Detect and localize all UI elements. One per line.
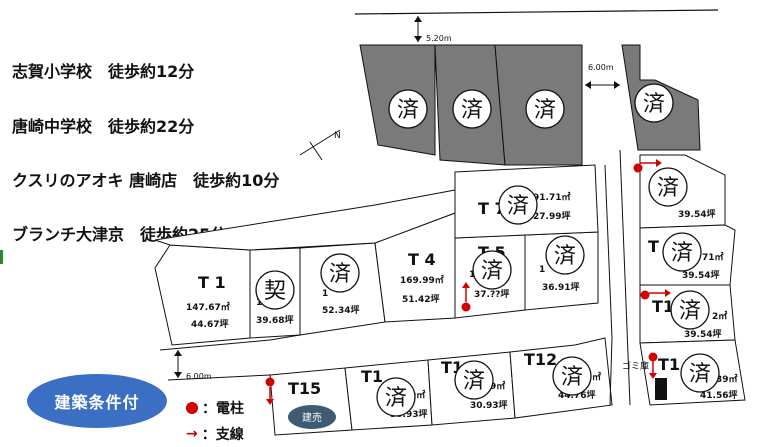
gap-road-width: 6.00m: [588, 63, 614, 72]
top-road-width: 5.20m: [426, 34, 452, 43]
lot-tsubo-T10: 39.54坪: [684, 328, 721, 340]
sold-mark-T8: 済: [657, 176, 679, 201]
lot-tsubo-T5: 37.??坪: [474, 288, 509, 300]
lot-area-T2: 1: [256, 298, 262, 308]
lot-label-T15: T15: [288, 379, 321, 398]
info-line-store: クスリのアオキ 唐崎店 徒歩約10分: [12, 171, 280, 190]
lot-tsubo-T4: 51.42坪: [402, 293, 439, 305]
info-line-school-2: 唐崎中学校 徒歩約22分: [12, 117, 195, 136]
lot-tsubo-T11: 41.56坪: [700, 389, 737, 401]
sold-mark-T5-circle: [472, 250, 512, 290]
lot-tsubo-T13: 30.93坪: [470, 399, 507, 411]
garbage-label: ゴミ庫: [622, 360, 649, 372]
left-road-edge: [159, 334, 301, 351]
lot-label-T12: T12: [524, 350, 557, 369]
lot-area-T10: 2㎡: [712, 310, 727, 322]
build-condition-badge: 建築条件付: [27, 374, 167, 428]
sold-mark-T14-circle: [376, 377, 416, 417]
lot-area-T11: 39㎡: [716, 373, 738, 385]
lot-area-T7: 91.71㎡: [533, 191, 570, 203]
top-sold-block: [359, 44, 701, 166]
sold-mark-T11: 済: [689, 362, 711, 387]
lot-area-T12: ㎡: [592, 371, 601, 383]
sold-mark-top-4: 済: [643, 92, 665, 117]
legend-branch-label: ：支線: [201, 427, 244, 443]
contract-mark-T2: 契: [264, 279, 286, 304]
lot-area-T9: 71㎡: [702, 251, 724, 263]
sold-mark-top-3: 済: [534, 98, 556, 123]
sold-mark-T13-circle: [454, 360, 494, 400]
sold-mark-T8-circle: [648, 167, 688, 207]
sold-mark-top-2-circle: [452, 89, 492, 129]
center-road-edge-left: [604, 164, 613, 406]
left-road-width: 6.00m: [186, 372, 212, 381]
lot-label-T4: T 4: [408, 250, 436, 269]
lot-label-T1: T 1: [198, 273, 226, 292]
sold-mark-top-1-circle: [388, 89, 428, 129]
compass-icon: N: [299, 129, 341, 161]
lot-tsubo-T9: 39.54坪: [682, 269, 719, 281]
lot-label-T9: T: [648, 237, 659, 256]
sold-mark-T9-circle: [662, 232, 702, 272]
sold-mark-T5: 済: [481, 259, 503, 284]
edge-marker: [0, 250, 3, 264]
sold-mark-T6-circle: [545, 235, 585, 275]
sold-mark-T7: 済: [507, 194, 529, 219]
sold-mark-T12: 済: [561, 365, 583, 390]
sold-mark-T9: 済: [671, 241, 693, 266]
info-line-school-1: 志賀小学校 徒歩約12分: [12, 62, 195, 81]
sold-mark-T10-circle: [670, 290, 710, 330]
garbage-box: [655, 378, 667, 400]
lot-area-T13: 9㎡: [490, 380, 505, 392]
lot-T1: [154, 244, 251, 346]
legend-pole-label: ：電柱: [202, 401, 244, 417]
ready-built-badge: [288, 405, 336, 429]
lot-label-T11: T1: [658, 355, 680, 374]
lot-tsubo-T2: 39.68坪: [256, 314, 293, 326]
top-road-line: [354, 9, 719, 15]
legend-branch: → ：支線: [186, 424, 244, 444]
lot-area-T3: 1: [322, 289, 328, 299]
center-road-edge-right: [619, 149, 631, 406]
svg-text:N: N: [334, 131, 341, 141]
lot-area-T6: 1: [539, 265, 545, 275]
sold-mark-top-2: 済: [461, 98, 483, 123]
sold-mark-T3-circle: [320, 253, 360, 293]
bottom-road-edge: [167, 374, 271, 381]
sold-mark-T14: 済: [385, 386, 407, 411]
sold-mark-top-4-circle: [634, 83, 674, 123]
pole-dot-icon: [186, 402, 198, 414]
lot-area-T5: 1: [469, 270, 475, 280]
lot-tsubo-T7: 27.99坪: [533, 210, 570, 222]
sold-mark-T12-circle: [552, 356, 592, 396]
contract-mark-T2-circle: [255, 270, 295, 310]
lot-label-T10: T1: [652, 297, 674, 316]
sold-mark-T11-circle: [680, 353, 720, 393]
sold-mark-T7-circle: [498, 185, 538, 225]
lot-tsubo-T3: 52.34坪: [322, 304, 359, 316]
lot-label-T14: T1: [361, 367, 383, 386]
sold-mark-T6: 済: [554, 244, 576, 269]
lot-area-T1: 147.67㎡: [186, 301, 230, 313]
legend-pole: ：電柱: [186, 398, 244, 418]
lot-tsubo-T6: 36.91坪: [542, 281, 579, 293]
sold-mark-T3: 済: [329, 262, 351, 287]
ready-built-label: 建売: [302, 411, 322, 424]
lot-tsubo-T1: 44.67坪: [191, 318, 228, 330]
lot-area-T4: 169.99㎡: [400, 274, 444, 286]
sold-mark-T10: 済: [679, 299, 701, 324]
sold-mark-top-1: 済: [397, 98, 419, 123]
sold-mark-top-3-circle: [525, 89, 565, 129]
sold-mark-T13: 済: [463, 369, 485, 394]
lot-tsubo-T8: 39.54坪: [678, 208, 715, 220]
branch-arrow-icon: →: [186, 426, 198, 442]
utility-poles: [265, 159, 671, 405]
